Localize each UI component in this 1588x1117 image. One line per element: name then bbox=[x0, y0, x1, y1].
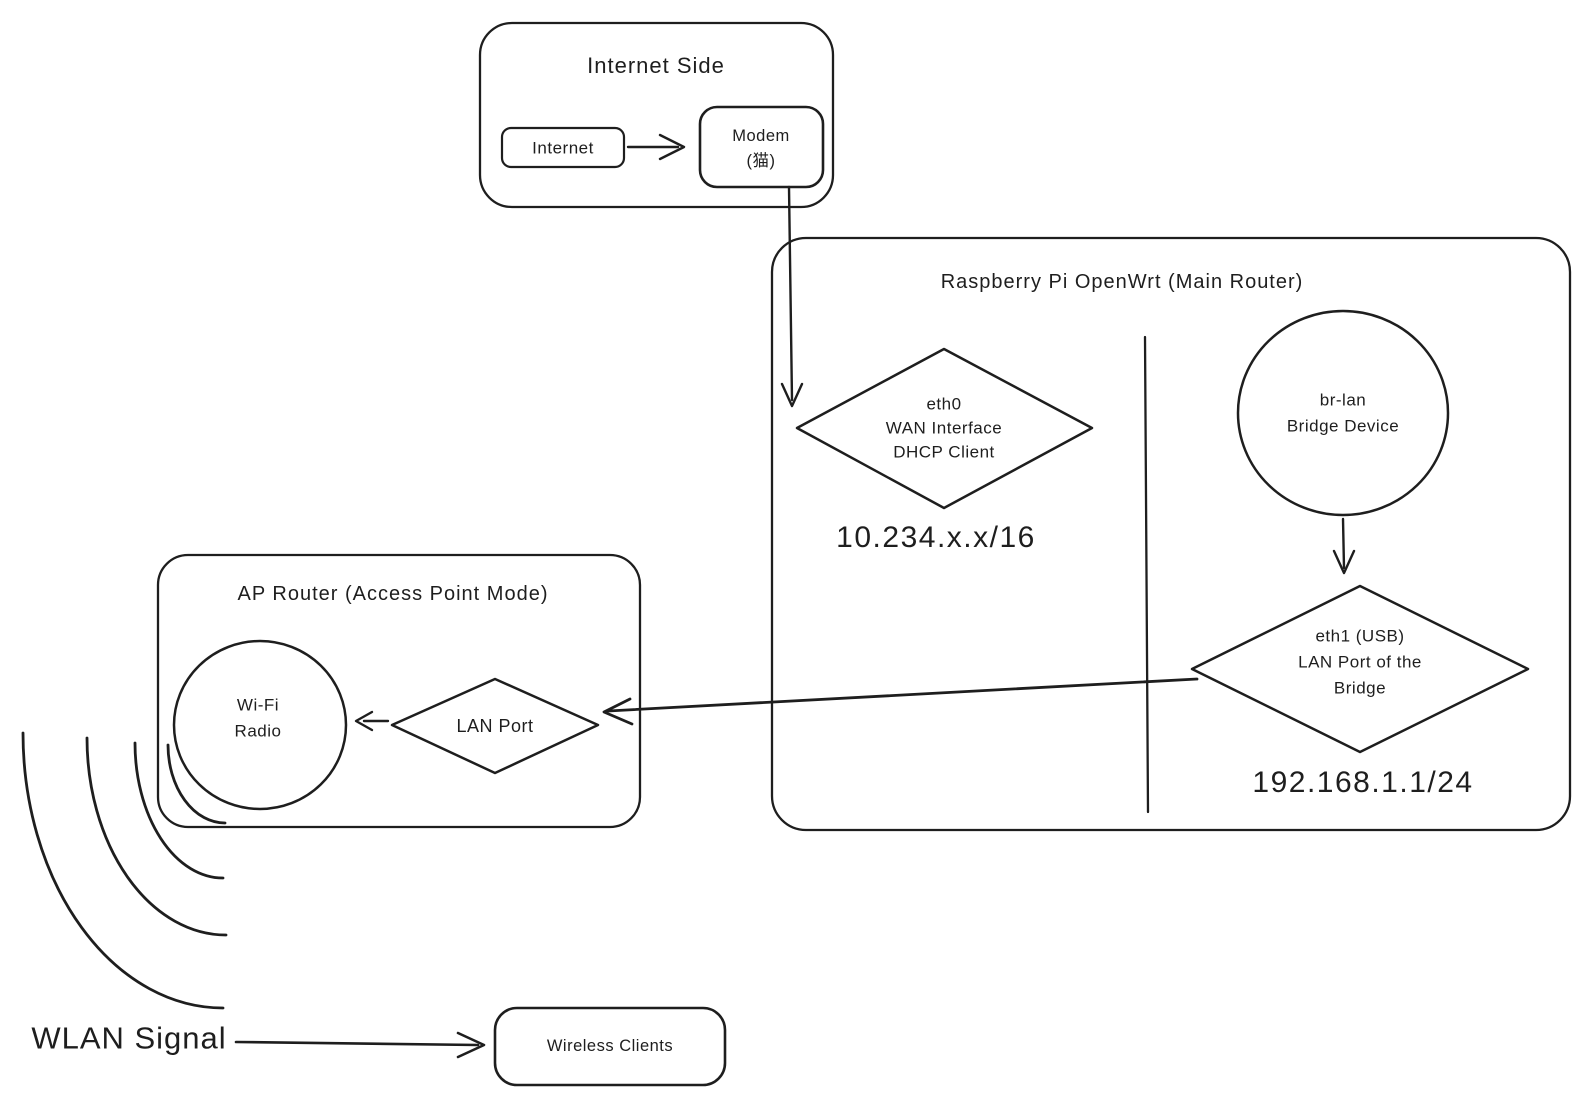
router-divider-line bbox=[1143, 335, 1150, 814]
eth0-diamond bbox=[795, 347, 1094, 510]
modem-label-line1: Modem bbox=[732, 126, 790, 145]
signal-arc-3 bbox=[85, 736, 228, 937]
wireless-clients-box bbox=[493, 1006, 727, 1087]
eth1-to-lanport-arrow bbox=[602, 677, 1199, 726]
wlan-to-clients-arrow bbox=[234, 1031, 486, 1059]
signal-arc-2 bbox=[133, 741, 225, 880]
internet-node-box bbox=[500, 126, 626, 169]
internet-side-title: Internet Side bbox=[587, 53, 725, 78]
br-lan-label-line1: br-lan bbox=[1319, 390, 1367, 410]
eth1-label-line3: Bridge bbox=[1333, 678, 1387, 698]
wireless-clients-label: Wireless Clients bbox=[546, 1036, 674, 1055]
wifi-radio-label-line1: Wi-Fi bbox=[236, 695, 280, 715]
wifi-radio-circle bbox=[172, 639, 348, 811]
eth1-label-line1: eth1 (USB) bbox=[1315, 626, 1405, 646]
eth1-diamond bbox=[1190, 584, 1530, 754]
br-lan-label-line2: Bridge Device bbox=[1286, 416, 1400, 436]
signal-arc-outer bbox=[21, 731, 225, 1010]
internet-to-modem-arrow bbox=[626, 133, 686, 161]
main-router-box bbox=[770, 236, 1572, 832]
internet-side-box bbox=[478, 21, 835, 209]
eth0-label-line2: WAN Interface bbox=[885, 418, 1003, 438]
main-router-title: Raspberry Pi OpenWrt (Main Router) bbox=[940, 271, 1304, 293]
eth1-label-line2: LAN Port of the bbox=[1298, 652, 1422, 672]
wlan-signal-waves bbox=[21, 731, 228, 1010]
modem-node-box bbox=[698, 105, 825, 189]
modem-label-line2: (猫) bbox=[746, 151, 776, 170]
modem-to-eth0-arrow bbox=[780, 185, 804, 408]
eth1-subnet-label: 192.168.1.1/24 bbox=[1252, 766, 1474, 799]
wifi-radio-label-line2: Radio bbox=[234, 721, 282, 741]
wlan-signal-label: WLAN Signal bbox=[31, 1020, 227, 1056]
eth0-subnet-label: 10.234.x.x/16 bbox=[836, 521, 1036, 554]
lanport-to-wifi-arrow bbox=[354, 710, 390, 732]
lan-port-label: LAN Port bbox=[456, 716, 534, 736]
signal-arc-inner bbox=[166, 743, 227, 825]
eth0-label-line1: eth0 bbox=[926, 394, 962, 414]
internet-node-label: Internet bbox=[532, 138, 594, 158]
lan-port-diamond bbox=[390, 677, 600, 775]
br-lan-circle bbox=[1236, 309, 1450, 517]
eth0-label-line3: DHCP Client bbox=[893, 442, 995, 462]
ap-router-title: AP Router (Access Point Mode) bbox=[237, 583, 549, 605]
ap-router-box bbox=[156, 553, 642, 829]
brlan-to-eth1-arrow bbox=[1332, 517, 1356, 575]
